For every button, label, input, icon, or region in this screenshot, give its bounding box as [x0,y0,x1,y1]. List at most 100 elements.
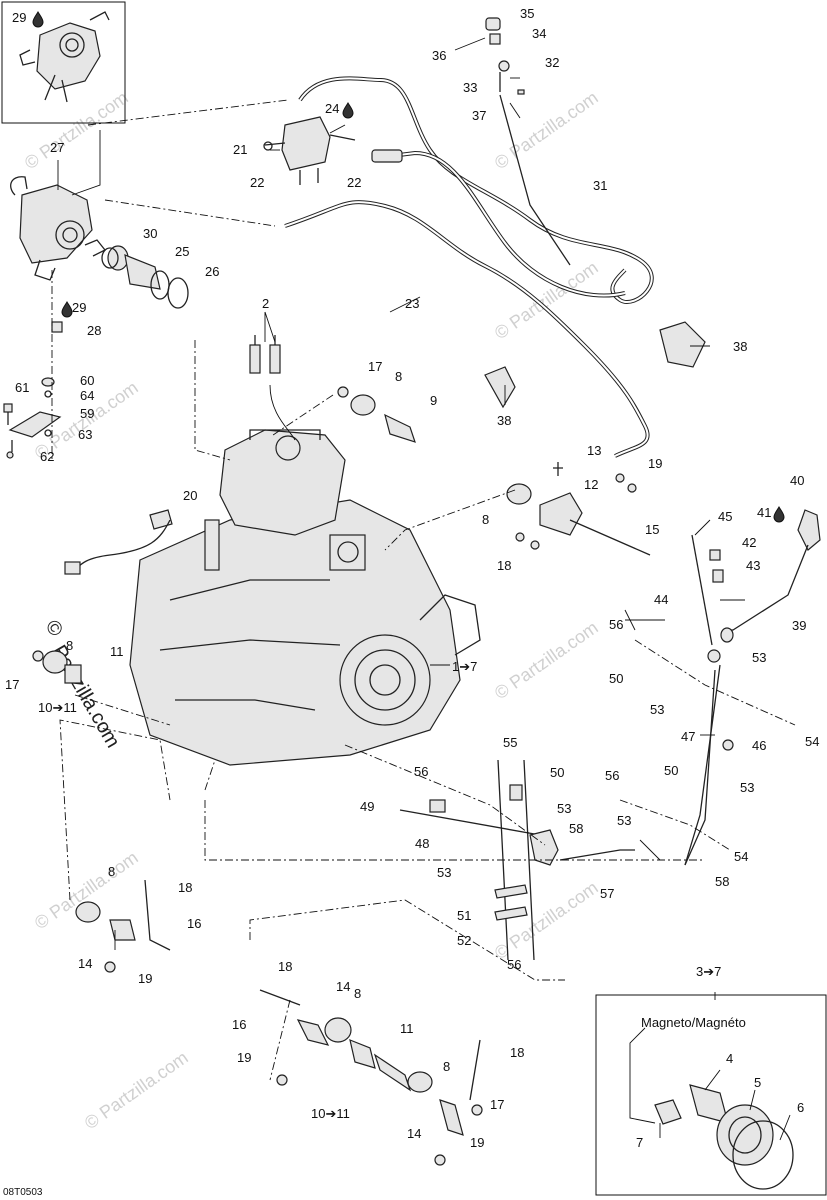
callout-label: 38 [733,339,747,354]
grommet-icon [484,366,516,409]
callout-label: 11 [110,644,124,659]
callout-label: 23 [405,296,419,311]
watermark-text: © Partzilla.com [491,87,602,173]
callout-label: 58 [569,821,583,836]
callout-label: 41 [757,505,771,520]
callout-label: 25 [175,244,189,259]
watermark-text: © Partzilla.com [491,257,602,343]
magneto-parts-icon [654,1084,794,1190]
callout-label: 56 [609,617,623,632]
callout-label: 50 [550,765,564,780]
callout-label: 2 [262,296,269,311]
callout-label: 17 [490,1097,504,1112]
callout-label: 3➔7 [696,964,721,979]
callout-label: 53 [617,813,631,828]
callout-label: 18 [497,558,511,573]
callout-label: 4 [726,1051,733,1066]
callout-label: 11 [400,1021,414,1036]
callout-label: 55 [503,735,517,750]
spark-plug-icon [249,335,281,374]
callout-label: 31 [593,178,607,193]
callout-label: 6 [797,1100,804,1115]
callout-label: 8 [66,638,73,653]
callout-label: 63 [78,427,92,442]
callout-label: 14 [407,1126,421,1141]
air-valve-icon [263,116,356,185]
shift-lever-icon [684,509,821,866]
callout-label: 19 [470,1135,484,1150]
callout-label: 10➔11 [38,700,77,715]
callout-label: 45 [718,509,732,524]
callout-label: 18 [278,959,292,974]
carburetor-inset-icon [19,11,110,103]
callout-label: 35 [520,6,534,21]
callout-label: 53 [740,780,754,795]
callout-label: 43 [746,558,760,573]
watermark-text: © Partzilla.com [21,87,132,173]
callout-label: 5 [754,1075,761,1090]
engine-mount-left-icon [32,650,82,684]
oil-drop-icon [61,301,73,318]
callout-label: 56 [414,764,428,779]
callout-label: 52 [457,933,471,948]
callout-label: 56 [605,768,619,783]
callout-label: 7 [636,1135,643,1150]
callout-label: 18 [510,1045,524,1060]
callout-label: 47 [681,729,695,744]
callout-label: 54 [805,734,819,749]
callout-labels: 29 27 30 25 26 29 28 61 60 64 59 63 62 2… [3,6,819,1198]
callout-label: 34 [532,26,546,41]
callout-label: 27 [50,140,64,155]
callout-label: 17 [5,677,19,692]
engine-mount-top-icon [337,386,416,443]
callout-label: 18 [178,880,192,895]
callout-label: 15 [645,522,659,537]
magneto-inset-box [595,994,827,1196]
engine-mount-bottom-icon [75,879,171,973]
callout-label: 30 [143,226,157,241]
engine-support-bracket-icon [506,462,651,556]
callout-label: 19 [648,456,662,471]
callout-label: 13 [587,443,601,458]
callout-label: 42 [742,535,756,550]
diagram-code: 08T0503 [3,1187,43,1198]
callout-label: 60 [80,373,94,388]
callout-label: 14 [336,979,350,994]
callout-label: 26 [205,264,219,279]
oil-drop-icon [773,506,785,523]
callout-label: 53 [557,801,571,816]
callout-label: 33 [463,80,477,95]
callout-label: 22 [250,175,264,190]
watermark-text: © Partzilla.com [81,1047,192,1133]
callout-label: 36 [432,48,446,63]
leader-lines [51,37,796,1141]
callout-label: 40 [790,473,804,488]
callout-label: 8 [482,512,489,527]
callout-label: 8 [354,986,361,1001]
callout-label: 62 [40,449,54,464]
grommet-icon [659,321,706,368]
callout-label: 44 [654,592,668,607]
callout-label: 20 [183,488,197,503]
watermark-copyright: © [41,617,68,641]
callout-label: 50 [664,763,678,778]
watermark-text: © Partzilla.com [491,617,602,703]
callout-label: 28 [87,323,101,338]
callout-label: 22 [347,175,361,190]
callout-label: 51 [457,908,471,923]
callout-label: 39 [792,618,806,633]
callout-label: 37 [472,108,486,123]
callout-label: 19 [237,1050,251,1065]
callout-label: 49 [360,799,374,814]
callout-label: 17 [368,359,382,374]
callout-label: 53 [650,702,664,717]
callout-label: 1➔7 [452,659,477,674]
magneto-label: Magneto/Magnéto [641,1015,746,1030]
callout-label: 29 [12,10,26,25]
callout-label: 61 [15,380,29,395]
callout-label: 14 [78,956,92,971]
callout-label: 46 [752,738,766,753]
callout-label: 54 [734,849,748,864]
intake-boot-icon [101,245,189,309]
